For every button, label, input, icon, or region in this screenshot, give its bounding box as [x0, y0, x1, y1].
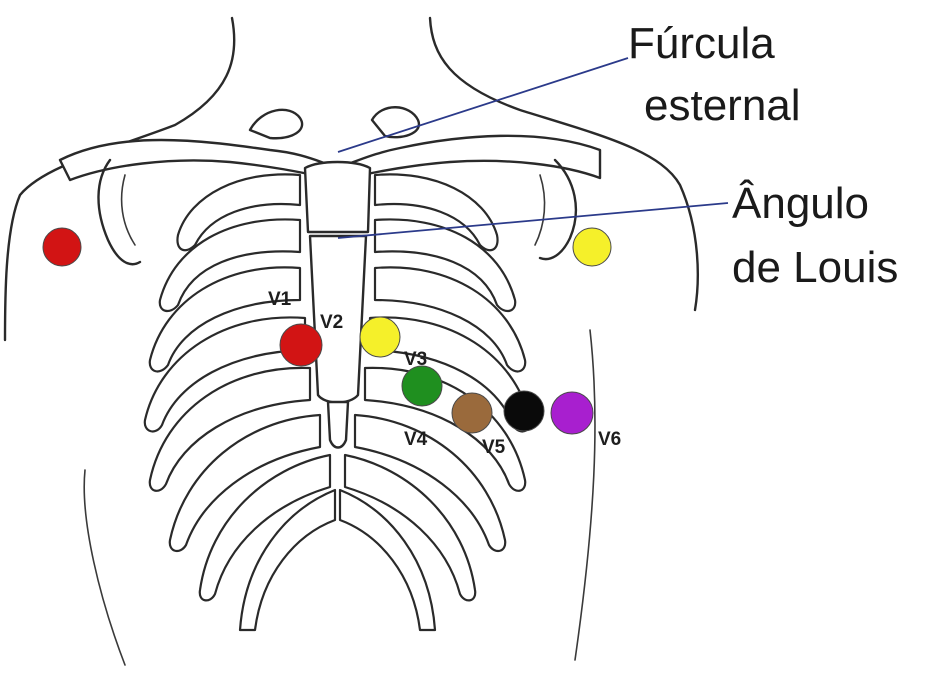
electrode-v2 [360, 317, 400, 357]
electrode-left-arm [573, 228, 611, 266]
lead-label-v3: V3 [404, 349, 427, 370]
electrode-v5 [504, 391, 544, 431]
ribs-right [340, 174, 530, 630]
sternum [305, 162, 370, 448]
ribs-left [145, 174, 335, 630]
callout-furcula-line2: esternal [644, 81, 801, 130]
callouts: Fúrcula esternal Ângulo de Louis [628, 19, 898, 292]
electrode-v3 [402, 366, 442, 406]
lead-label-v2: V2 [320, 312, 343, 333]
callout-angulo-line1: Ângulo [732, 179, 869, 228]
electrode-v6 [551, 392, 593, 434]
electrode-v4 [452, 393, 492, 433]
lead-label-v4: V4 [404, 429, 428, 450]
lead-label-v5: V5 [482, 437, 506, 458]
electrode-right-arm [43, 228, 81, 266]
electrode-v1 [280, 324, 322, 366]
callout-angulo-line2: de Louis [732, 243, 898, 292]
lead-label-v1: V1 [268, 289, 292, 310]
lead-label-v6: V6 [598, 429, 621, 450]
callout-furcula-line1: Fúrcula [628, 19, 775, 68]
